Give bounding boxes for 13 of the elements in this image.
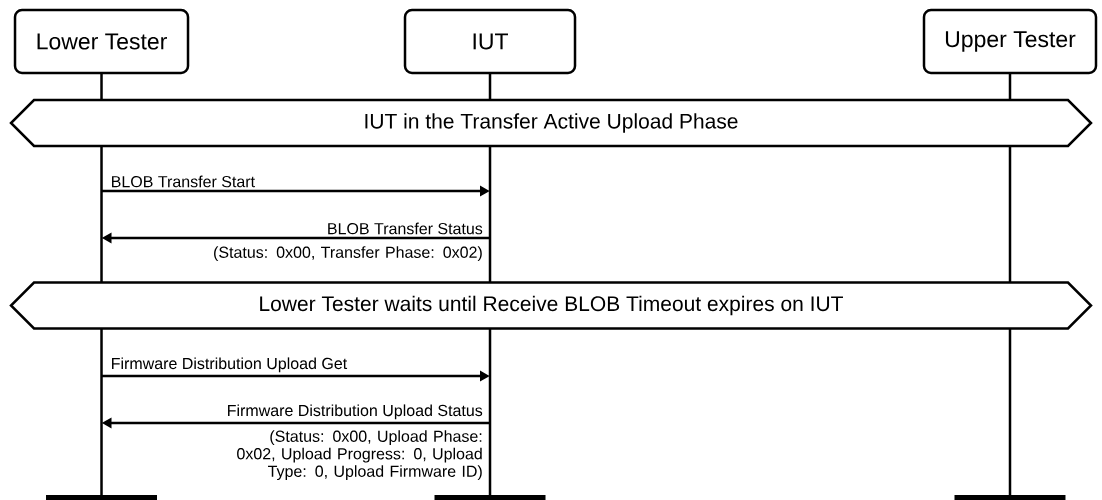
message-label: Firmware Distribution Upload Get [109, 356, 349, 374]
phase-banner: Lower Tester waits until Receive BLOB Timeout expires on IUT [9, 281, 1093, 330]
message-parameters: (Status: 0x00, Transfer Phase: 0x02) [214, 246, 482, 262]
participant-box: Upper Tester [922, 8, 1098, 75]
node-label: Lower Tester waits until Receive BLOB Timeout expires on IUT [260, 295, 843, 316]
message-label: Firmware Distribution Upload Status [225, 403, 484, 421]
node-label: IUT in the Transfer Active Upload Phase [365, 113, 738, 133]
phase-banner: IUT in the Transfer Active Upload Phase [9, 98, 1093, 148]
message-label: BLOB Transfer Start [109, 174, 257, 189]
participant-box: Lower Tester [13, 8, 190, 75]
participant-box: IUT [403, 8, 577, 75]
message-label: BLOB Transfer Status [325, 221, 484, 236]
message-parameters: (Status: 0x00, Upload Phase: 0x02, Upload Progress: 0, Upload Type: 0, Upload Firmware ID) [237, 430, 482, 481]
